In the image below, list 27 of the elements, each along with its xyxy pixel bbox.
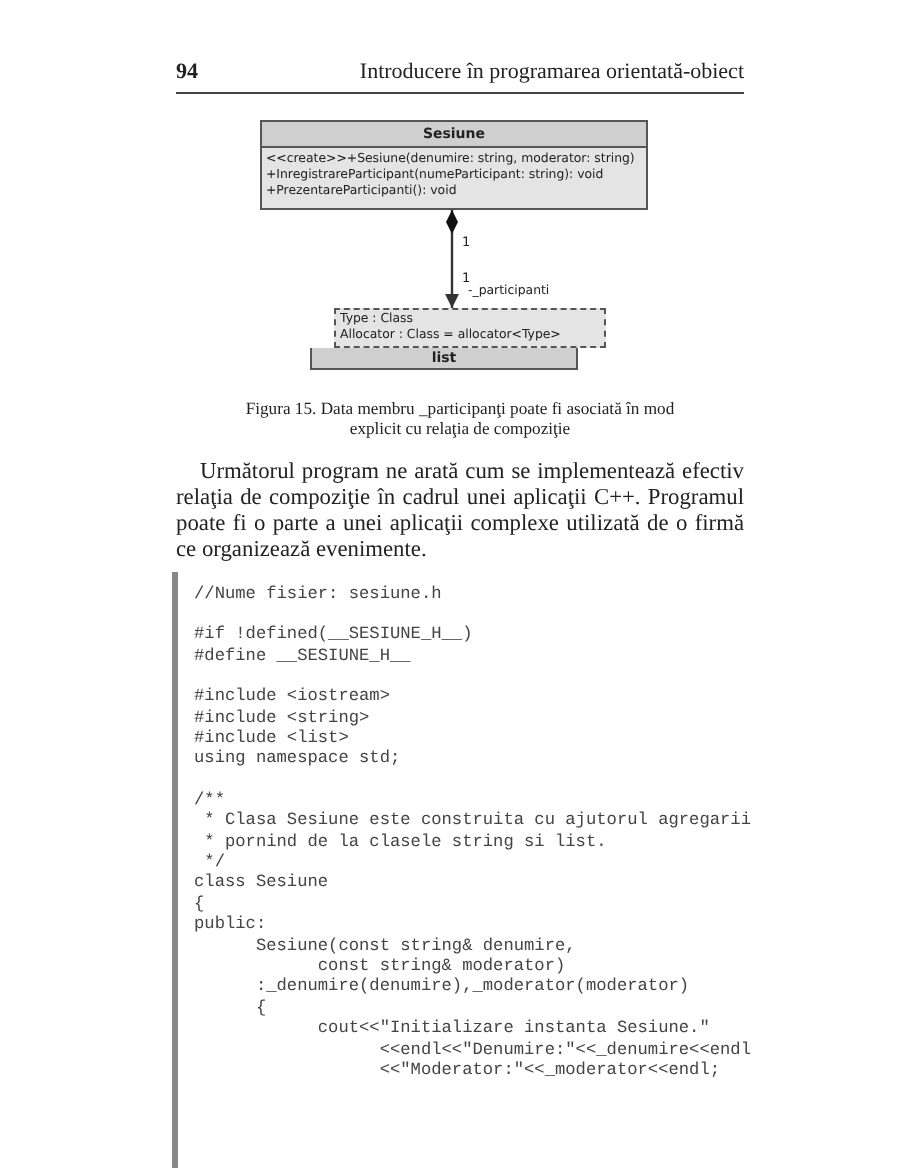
class-box [260, 120, 648, 210]
running-header: Introducere în programarea orientată-obiect [359, 60, 744, 84]
code-line: public: [194, 914, 267, 935]
code-line: #include <string> [194, 707, 370, 728]
code-line: #define __SESIUNE_H__ [194, 645, 411, 666]
code-line: #if !defined(__SESIUNE_H__) [194, 624, 473, 645]
code-line: using namespace std; [194, 748, 401, 769]
code-line: #include <iostream> [194, 686, 390, 707]
code-line: //Nume fisier: sesiune.h [194, 584, 442, 604]
code-line: * Clasa Sesiune este construita cu ajutorul agregarii [202, 810, 751, 831]
code-line: :_denumire(denumire),_moderator(moderator) [253, 976, 690, 997]
code-line: #include <list> [194, 728, 349, 748]
code-line: const string& moderator) [315, 956, 566, 976]
code-line: { [253, 997, 267, 1018]
code-line: class Sesiune [194, 872, 329, 893]
code-line: cout<<"Initializare instanta Sesiune." [315, 1018, 710, 1039]
code-line: <<endl<<"Denumire:"<<_denumire<<endl [377, 1039, 751, 1060]
code-line: */ [202, 852, 225, 872]
code-line: { [194, 893, 205, 914]
page-number: 94 [176, 60, 198, 84]
code-line: Sesiune(const string& denumire, [253, 935, 576, 956]
code-line: /** [194, 789, 225, 810]
body-paragraph: Următorul program ne arată cum se implementează efectiv relaţia de compoziţie în cadrul unei aplicaţii C++. Programul poate fi o parte a unei aplicaţii complexe utilizată de o firmă ce organizează evenimente. [176, 460, 744, 564]
composition-arrow [444, 210, 460, 308]
figure-caption: Figura 15. Data membru _participanţi poate fi asociată în mod explicit cu relaţia de compoziţie [243, 398, 677, 438]
code-line: <<"Moderator:"<<_moderator<<endl; [377, 1060, 721, 1080]
code-line: * pornind de la clasele string si list. [202, 831, 607, 852]
